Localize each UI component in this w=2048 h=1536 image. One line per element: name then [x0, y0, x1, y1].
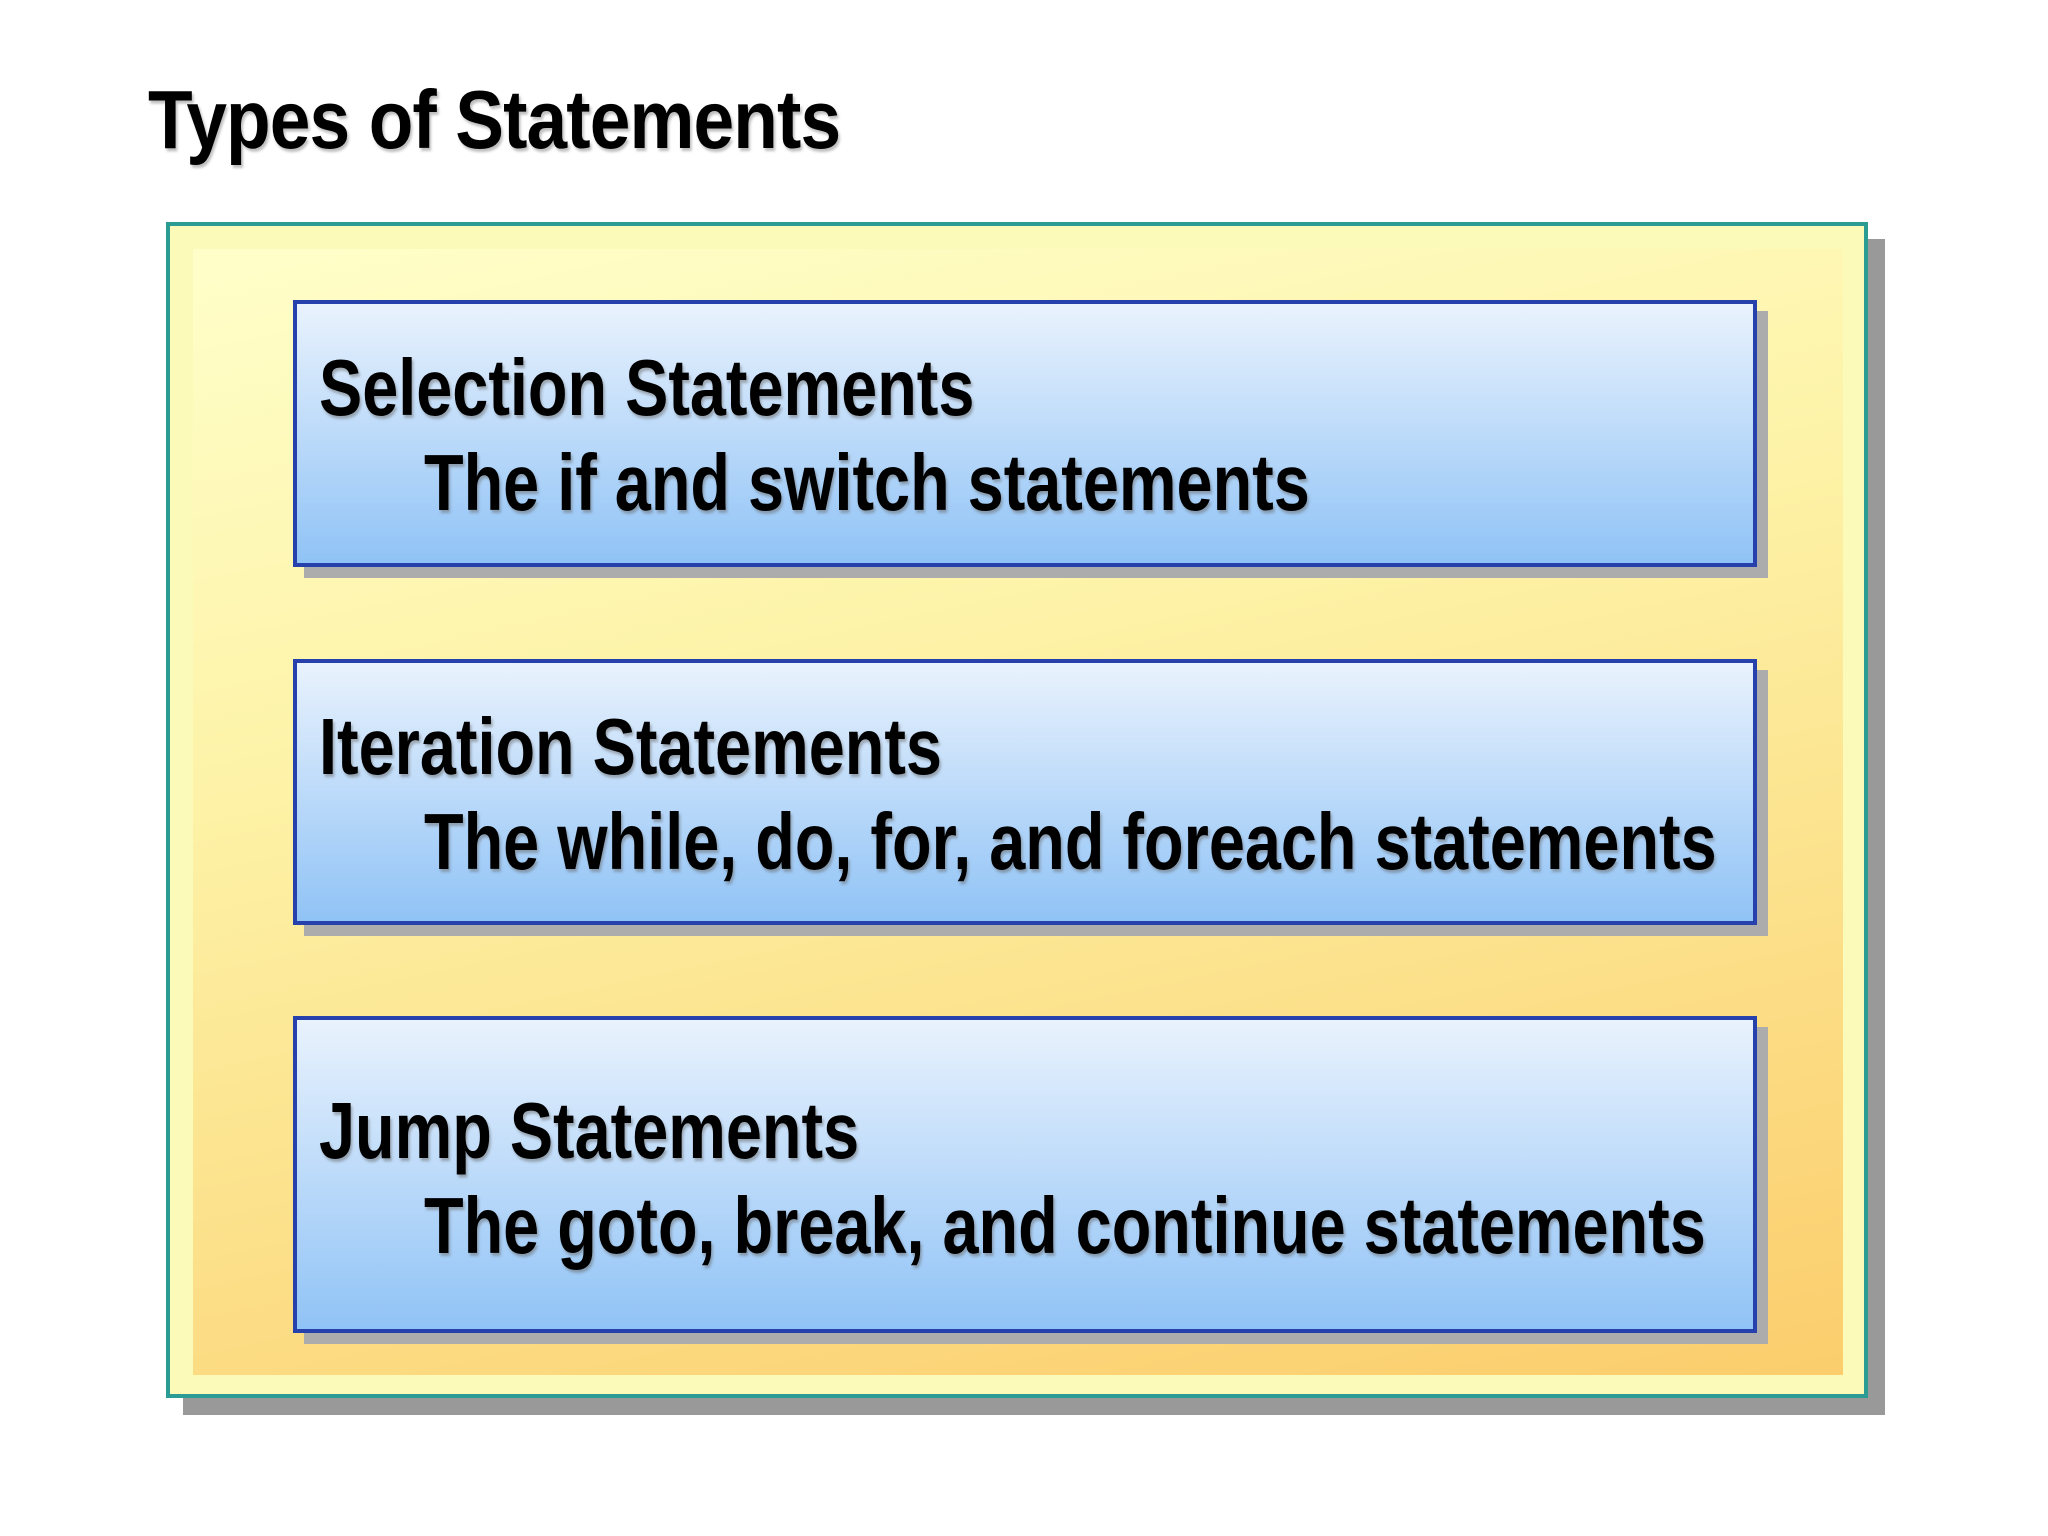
statement-box-selection: Selection Statements The if and switch s… [293, 300, 1757, 567]
statement-heading: Jump Statements [319, 1086, 860, 1175]
statement-heading: Iteration Statements [319, 702, 942, 791]
statement-detail: The while, do, for, and foreach statemen… [424, 797, 1717, 886]
statements-panel: Selection Statements The if and switch s… [166, 222, 1868, 1398]
statement-box-jump: Jump Statements The goto, break, and con… [293, 1016, 1757, 1333]
statement-heading: Selection Statements [319, 343, 975, 432]
page-title: Types of Statements [148, 73, 841, 166]
statement-box-iteration: Iteration Statements The while, do, for,… [293, 659, 1757, 925]
statement-detail: The if and switch statements [424, 438, 1310, 527]
statement-detail: The goto, break, and continue statements [424, 1181, 1706, 1270]
